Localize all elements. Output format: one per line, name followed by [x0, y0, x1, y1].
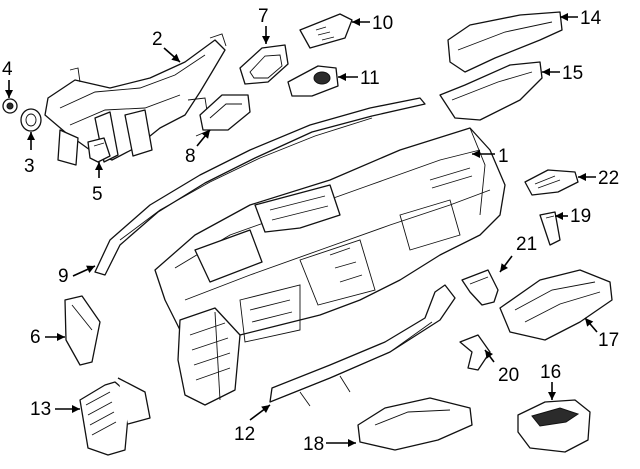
- callout-19: 19: [555, 206, 591, 227]
- callout-number: 20: [498, 365, 519, 386]
- callout-arrowhead: [57, 333, 65, 341]
- knee-panel-part: [269, 284, 456, 407]
- callout-number: 22: [598, 168, 619, 189]
- callout-12: 12: [234, 404, 271, 445]
- callout-arrowhead: [5, 90, 13, 98]
- callout-number: 1: [498, 146, 509, 167]
- callout-number: 5: [92, 184, 103, 205]
- callout-arrowhead: [27, 132, 35, 140]
- callout-arrowhead: [472, 150, 480, 158]
- mounting-bracket-part: [87, 137, 111, 163]
- callout-22: 22: [578, 168, 619, 189]
- callout-number: 21: [516, 234, 537, 255]
- callout-15: 15: [542, 63, 583, 84]
- side-trim-panel-part: [64, 295, 101, 366]
- callout-arrowhead: [485, 350, 493, 359]
- callout-number: 4: [2, 59, 13, 80]
- callout-11: 11: [338, 68, 380, 89]
- callout-number: 14: [580, 8, 602, 29]
- callout-number: 10: [372, 13, 393, 34]
- callout-arrowhead: [352, 18, 360, 26]
- storage-bin-part: [517, 399, 591, 453]
- ring-bushing-part: [20, 108, 42, 132]
- glove-box-part: [499, 269, 613, 341]
- callout-number: 9: [58, 266, 69, 287]
- lower-vent-bezel-part: [199, 94, 251, 131]
- callout-arrowhead: [86, 265, 95, 273]
- callout-arrowhead: [261, 405, 270, 413]
- callout-10: 10: [352, 13, 393, 34]
- callout-5: 5: [92, 162, 103, 205]
- callout-20: 20: [484, 349, 519, 386]
- callout-14: 14: [560, 8, 602, 29]
- callout-arrowhead: [72, 405, 80, 413]
- lower-air-duct-part: [439, 61, 543, 121]
- callout-17: 17: [584, 317, 619, 351]
- callout-arrowhead: [348, 439, 356, 447]
- callout-9: 9: [58, 265, 96, 287]
- callout-arrowhead: [201, 130, 210, 139]
- callout-13: 13: [30, 399, 80, 420]
- glove-box-door-part: [357, 397, 473, 451]
- cross-car-beam-part: [44, 33, 227, 166]
- upper-air-duct-part: [447, 11, 563, 73]
- callout-number: 13: [30, 399, 51, 420]
- support-bracket-part: [461, 269, 499, 306]
- defroster-trim-strip-part: [94, 97, 426, 276]
- switch-panel-part: [287, 65, 339, 97]
- end-cap-grille-part: [79, 377, 151, 456]
- callout-8: 8: [185, 129, 211, 167]
- vent-bezel-part: [239, 44, 289, 85]
- callout-arrowhead: [542, 68, 550, 76]
- callout-number: 6: [30, 327, 41, 348]
- callout-18: 18: [303, 434, 356, 455]
- callout-number: 19: [570, 206, 591, 227]
- callout-2: 2: [152, 29, 181, 63]
- callout-number: 8: [185, 146, 196, 167]
- small-bracket-part: [539, 211, 561, 246]
- instrument-panel-part: [154, 127, 506, 406]
- callout-arrowhead: [555, 212, 563, 220]
- callout-number: 11: [360, 68, 380, 89]
- callout-4: 4: [2, 59, 13, 98]
- callout-arrowhead: [548, 392, 556, 400]
- callout-number: 17: [598, 330, 619, 351]
- callout-arrowhead: [560, 13, 568, 21]
- callout-arrowhead: [95, 162, 103, 170]
- callout-arrowhead: [338, 73, 346, 81]
- callout-number: 15: [562, 63, 583, 84]
- callout-number: 7: [258, 6, 269, 27]
- callout-arrowhead: [578, 173, 586, 181]
- callout-arrowhead: [262, 36, 270, 44]
- callout-number: 3: [24, 156, 35, 177]
- clip-bracket-part: [459, 334, 491, 371]
- callout-21: 21: [499, 234, 537, 273]
- callout-6: 6: [30, 327, 65, 348]
- callout-number: 12: [234, 424, 255, 445]
- callout-arrowhead: [500, 263, 508, 272]
- speaker-grille-part: [299, 13, 353, 49]
- callout-1: 1: [472, 146, 509, 167]
- callout-arrowhead: [585, 318, 594, 327]
- callout-number: 18: [303, 434, 324, 455]
- callout-arrowhead: [171, 53, 180, 62]
- side-vent-part: [524, 169, 579, 196]
- callout-number: 2: [152, 29, 163, 50]
- grommet-part: [2, 98, 18, 114]
- callout-16: 16: [540, 362, 561, 400]
- callout-3: 3: [24, 132, 35, 177]
- callout-number: 16: [540, 362, 561, 383]
- callout-7: 7: [258, 6, 270, 44]
